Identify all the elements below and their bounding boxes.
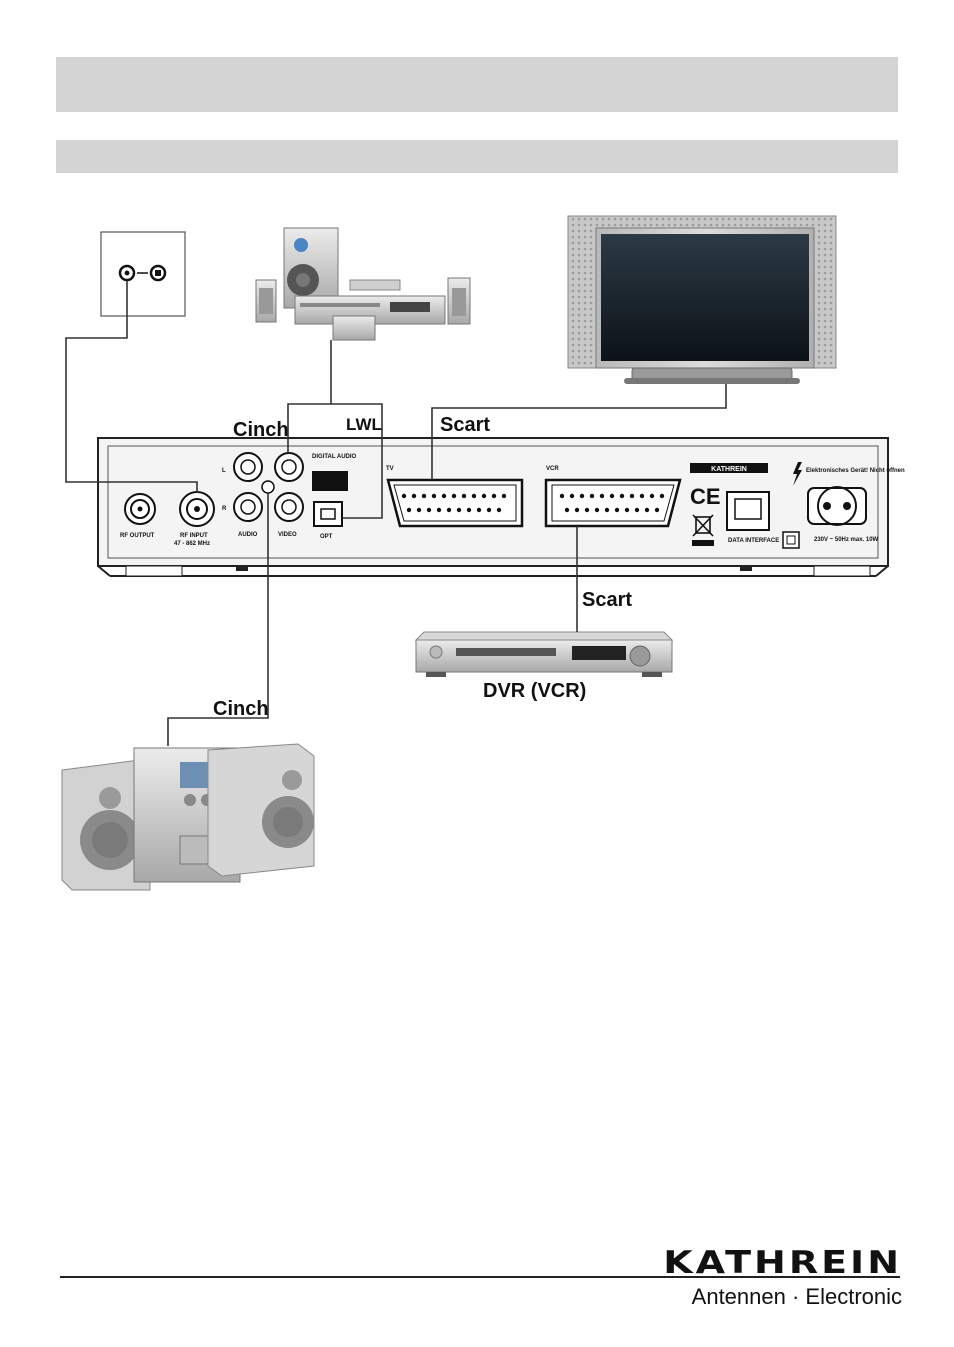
home-cinema-system [255, 227, 471, 341]
receiver-rear-panel: RF OUTPUT RF INPUT 47 - 862 MHz L R AUDI… [97, 437, 905, 577]
connection-lines [65, 281, 727, 746]
lwl-label: LWL [346, 415, 382, 434]
mains-warning-label: Elektronisches Gerät! Nicht öffnen [806, 468, 905, 474]
lwl-cable [287, 340, 332, 453]
cinch-audio-cable [167, 493, 269, 746]
rf-input-range-label: 47 - 862 MHz [174, 541, 210, 547]
lightning-warning-icon [793, 462, 802, 486]
subheader-band [56, 140, 898, 173]
television [567, 215, 837, 384]
kathrein-logo: KATHREIN Antennen · Electronic [652, 1240, 902, 1310]
antenna-wall-socket [100, 231, 186, 317]
vcr-scart-label: VCR [546, 466, 559, 472]
tv-scart-cable [431, 384, 727, 480]
video-label: VIDEO [278, 532, 297, 538]
dvr-vcr-label: DVR (VCR) [483, 680, 586, 702]
scart-vcr-label: Scart [582, 589, 632, 611]
audio-left-label: L [222, 468, 226, 474]
scart-tv-label: Scart [440, 414, 490, 436]
antenna-cable [65, 281, 198, 493]
header-band [56, 57, 898, 112]
cinch-top-label: Cinch [233, 419, 289, 441]
footer-rule [60, 1276, 900, 1278]
optical-cable [331, 403, 383, 519]
cinch-bottom-label: Cinch [213, 698, 269, 720]
brand-plate: KATHREIN [711, 466, 747, 473]
weee-bin-icon [692, 514, 714, 537]
brand-tagline: Antennen · Electronic [691, 1284, 902, 1309]
opt-label: OPT [320, 534, 333, 540]
hifi-system [61, 743, 315, 891]
mains-rating-label: 230V ~ 50Hz max. 10W [814, 537, 879, 543]
tv-scart-label: TV [386, 466, 394, 472]
vcr-scart-pins [559, 493, 665, 513]
digital-audio-label: DIGITAL AUDIO [312, 454, 357, 460]
data-interface-label: DATA INTERFACE [728, 538, 779, 544]
rf-output-label: RF OUTPUT [120, 533, 155, 539]
dvr-recorder [414, 631, 674, 677]
tv-scart-pins [401, 493, 507, 513]
brand-name: KATHREIN [663, 1244, 902, 1281]
rf-input-label: RF INPUT [180, 533, 208, 539]
audio-right-label: R [222, 506, 227, 512]
ce-mark: CE [690, 484, 721, 509]
audio-label: AUDIO [238, 532, 258, 538]
